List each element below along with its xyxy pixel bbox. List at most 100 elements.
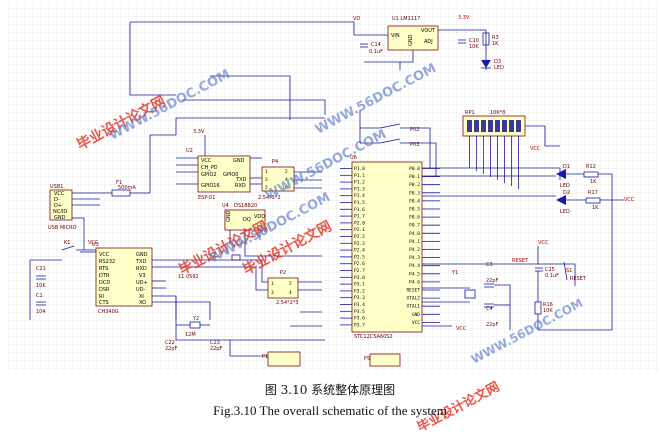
esp01-name: ESP-01 [198,195,215,201]
ds-pin-dq: DQ [243,217,251,223]
r16-label: R16 [543,302,553,308]
c4-label: C4 [486,306,493,312]
mcu-right-pin: P0.4 [409,198,420,204]
c23-label: C23 [210,340,220,346]
c3-value: 22pF [486,278,499,284]
mcu-right-pin: P0.1 [409,174,420,180]
ch-pin-udminus: UD- [136,287,146,293]
rp1-value: 10K*8 [490,110,505,116]
mcu-right-pin: GND [412,312,420,318]
svg-text:6: 6 [285,185,288,191]
mcu-left-pin: P2.6 [354,261,365,267]
figure-caption-english: Fig.3.10 The overall schematic of the sy… [213,403,447,418]
esp-pin-vcc: VCC [201,158,212,164]
esp-pin-rxd: RXD [235,183,246,189]
c10-value: 10K [469,44,479,50]
c1-label: C1 [36,293,43,299]
d3-value: LED [494,65,504,71]
r17-label: R17 [588,190,598,196]
s1-label: S1 [566,268,572,274]
mcu-right-pin: RESET [406,288,420,294]
mcu-left-pins: P1.0P1.1P1.2P1.3P1.4P1.5P1.6P1.7P2.0P2.1… [340,166,365,328]
ch-pin-gnd: GND [136,252,148,258]
p03-label: P03 [410,142,419,148]
vcc-k1: VCC [88,240,99,246]
reset-osc-block: RESET VCC C25 0.1uF S1 RESET R16 10K Y1 … [422,200,613,332]
mcu-left-pin: P2.2 [354,234,365,240]
mcu-left-pin: P3.0 [354,275,365,281]
mcu-left-pin: P1.1 [354,173,365,179]
mcu-left-pin: P3.3 [354,295,365,301]
mcu-left-pin: P2.7 [354,268,365,274]
mcu-right-pin: P4.6 [409,279,420,285]
r16-value: 10K [543,308,553,314]
svg-text:1: 1 [265,169,268,175]
mcu-left-pin: P1.5 [354,200,365,206]
ch-pin-dcd: DCD [99,280,110,286]
mcu-right-pin: XTAL2 [406,296,420,302]
mcu-right-pin: P0.7 [409,223,420,229]
u4-label: U4 [222,203,229,209]
vcc-mcu: VCC [456,326,467,332]
mcu-left-pin: P3.6 [354,316,365,322]
rp1-resistor-cell [467,120,472,132]
r12-value: 1K [590,179,597,185]
mcu-block: U6 STC12C5A60S2 P1.0P1.1P1.2P1.3P1.4P1.5… [340,155,440,340]
mcu-left-pin: P3.2 [354,288,365,294]
ch-pin-udplus: UD+ [136,280,148,286]
p4-value: 2.54*3*2 [258,195,281,201]
ch-pin-rxd: RXD [136,266,147,272]
mcu-left-pin: P2.3 [354,241,365,247]
ds-pin-gnd: GND [226,210,232,222]
mcu-left-pin: P1.7 [354,214,365,220]
grid-background [8,2,658,372]
ch-pin-v3: V3 [139,273,146,279]
mcu-left-pin: P3.5 [354,309,365,315]
r17-value: 1K [592,205,599,211]
svg-text:1: 1 [271,281,274,287]
svg-text:3: 3 [265,177,268,183]
mcu-right-pin: XTAL1 [406,304,420,310]
usb-pin-ncid: NC/ID [53,209,67,215]
buttons-block: P02 P03 [359,110,437,176]
rp1-resistor-cell [502,120,507,132]
esp-pin-gnd: GND [233,158,245,164]
ds-pin-vdd: VDD [254,214,265,220]
rp1-resistor-cell [474,120,479,132]
usb1-label: USB1 [50,184,63,190]
esp01-module: 3.3V U2 VCC CH_PD GPIO2 GPIO0 GPIO16 GND… [176,129,262,201]
p1-label: P1 [262,354,268,360]
p2-label: P2 [280,270,286,276]
mcu-left-pin: P2.1 [354,227,365,233]
ch-pin-xi: XI [139,294,144,300]
p02-label: P02 [410,127,419,133]
mcu-right-pin: P4.5 [409,271,420,277]
mcu-left-pin: P2.4 [354,248,365,254]
usb-name: USB MICRO [48,225,77,231]
p2-value: 2.54*2*3 [276,300,299,306]
mcu-right-pin: P4.3 [409,255,420,261]
c23-value: 22pF [210,346,223,352]
esp-pin-txd: TXD [235,177,246,183]
f1-label: F1 [116,180,122,186]
lm1117-body [387,25,439,51]
f1-value: 500mA [118,185,136,191]
vd-net: VD [353,16,360,22]
esp-pin-gpio2: GPIO2 [201,172,216,178]
c22-label: C22 [165,340,175,346]
y1-label: Y1 [451,270,458,276]
p5-label: P5 [364,356,370,362]
s1-value: RESET [570,276,587,282]
ds18b20-block: U4 DS18B20 GND DQ VDD [222,203,322,261]
r12-label: R12 [586,164,596,170]
mcu-right-pin: P4.0 [409,231,420,237]
c25-label: C25 [545,267,555,273]
usb-block: USB1 VCC D- D+ NC/ID GND USB MICRO F1 50… [48,134,176,231]
mcu-right-pin: P4.2 [409,247,420,253]
ch340g-body [95,247,153,307]
esp-pin-chpd: CH_PD [201,165,218,171]
rp1-resistor-cell [495,120,500,132]
r3-value: 1K [492,41,499,47]
mcu-right-pin: P0.5 [409,207,420,213]
